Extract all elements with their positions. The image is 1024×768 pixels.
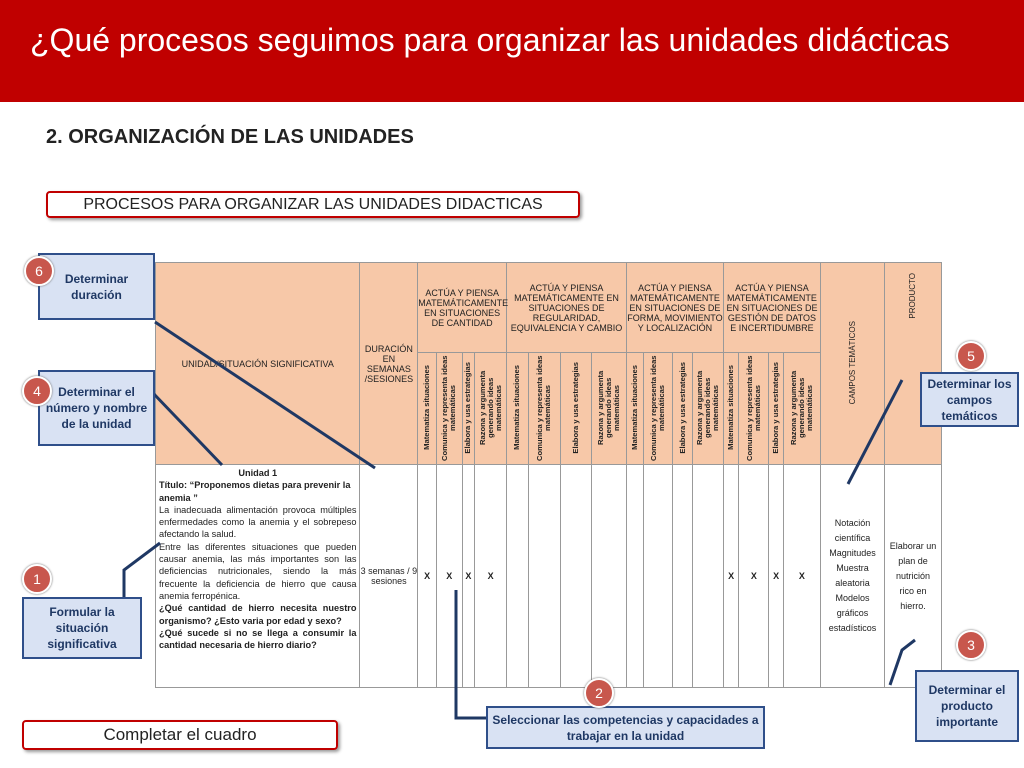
title-banner: ¿Qué procesos seguimos para organizar la… [0, 0, 1024, 102]
connector-4 [150, 390, 224, 467]
producto-valor: Elaborar un plan de nutrición rico en hi… [884, 464, 942, 688]
duracion-valor: 3 semanas / 9 sesiones [359, 464, 419, 688]
capacidad-header: Elabora y usa estrategias [768, 352, 784, 465]
unidad-situacion-cell: Unidad 1 Título: “Proponemos dietas para… [154, 464, 361, 688]
group-regularidad: ACTÚA Y PIENSA MATEMÁTICAMENTE EN SITUAC… [506, 262, 627, 353]
completar-cuadro-box: Completar el cuadro [22, 720, 338, 750]
competencia-mark [691, 464, 724, 688]
competencia-mark: X [435, 464, 463, 688]
campos-tematicos-valor: Notación científica Magnitudes Muestra a… [819, 464, 886, 688]
connector-1 [122, 541, 161, 598]
connector-3 [888, 638, 916, 686]
group-forma: ACTÚA Y PIENSA MATEMÁTICAMENTE EN SITUAC… [625, 262, 724, 353]
page-title: ¿Qué procesos seguimos para organizar la… [30, 22, 950, 58]
step-5-badge: 5 [956, 341, 986, 371]
unidad-pregunta-1: ¿Qué cantidad de hierro necesita nuestro… [159, 603, 357, 626]
capacidad-header: Razona y argumenta generando ideas matem… [782, 352, 822, 465]
step-1-badge: 1 [22, 564, 52, 594]
competencia-mark: X [722, 464, 740, 688]
group-datos: ACTÚA Y PIENSA MATEMÁTICAMENTE EN SITUAC… [722, 262, 822, 353]
capacidad-header: Razona y argumenta generando ideas matem… [590, 352, 627, 465]
callout-determinar-unidad: Determinar el número y nombre de la unid… [38, 370, 155, 446]
competencia-mark: X [461, 464, 476, 688]
section-subtitle: 2. ORGANIZACIÓN DE LAS UNIDADES [46, 126, 414, 148]
competencia-mark: X [768, 464, 784, 688]
connector-5 [846, 379, 904, 485]
competencia-mark [527, 464, 561, 688]
callout-determinar-duracion: Determinar duración [38, 253, 155, 320]
competencia-mark [643, 464, 674, 688]
unidad-numero: Unidad 1 [238, 468, 278, 478]
capacidad-header: Matematiza situaciones [722, 352, 740, 465]
callout-seleccionar-competencias: Seleccionar las competencias y capacidad… [486, 706, 765, 749]
callout-formular-situacion: Formular la situación significativa [22, 597, 142, 659]
competencia-mark: X [474, 464, 508, 688]
step-2-badge: 2 [584, 678, 614, 708]
step-6-badge: 6 [24, 256, 54, 286]
capacidad-header: Comunica y representa ideas matemáticas [527, 352, 561, 465]
header-duracion: DURACIÓN EN SEMANAS /SESIONES [359, 262, 419, 465]
connector-6 [154, 320, 376, 470]
unidad-parrafo-1: La inadecuada alimentación provoca múlti… [159, 504, 357, 540]
capacidad-header: Comunica y representa ideas matemáticas [738, 352, 770, 465]
callout-campos-tematicos: Determinar los campos temáticos [920, 372, 1019, 427]
competencia-mark [590, 464, 627, 688]
step-3-badge: 3 [956, 630, 986, 660]
unidad-parrafo-2: Entre las diferentes situaciones que pue… [159, 541, 357, 601]
connector-2 [454, 590, 486, 720]
capacidad-header: Matematiza situaciones [625, 352, 645, 465]
capacidad-header: Comunica y representa ideas matemáticas [643, 352, 674, 465]
unidad-pregunta-2: ¿Qué sucede si no se llega a consumir la… [159, 627, 357, 651]
procesos-label-box: PROCESOS PARA ORGANIZAR LAS UNIDADES DID… [46, 191, 580, 218]
capacidad-header: Matematiza situaciones [417, 352, 437, 465]
step-4-badge: 4 [22, 376, 52, 406]
header-producto-cell: PRODUCTO [884, 262, 942, 465]
unidad-titulo: Título: “Proponemos dietas para prevenir… [159, 480, 351, 503]
capacidad-header: Matematiza situaciones [506, 352, 529, 465]
callout-producto-importante: Determinar el producto importante [915, 670, 1019, 742]
units-table: UNIDAD/SITUACIÓN SIGNIFICATIVA DURACIÓN … [154, 262, 942, 688]
capacidad-header: Razona y argumenta generando ideas matem… [474, 352, 508, 465]
capacidad-header: Elabora y usa estrategias [461, 352, 476, 465]
header-unidad: UNIDAD/SITUACIÓN SIGNIFICATIVA [154, 262, 361, 465]
capacidad-header: Elabora y usa estrategias [559, 352, 592, 465]
competencia-mark: X [782, 464, 822, 688]
capacidad-header: Comunica y representa ideas matemáticas [435, 352, 463, 465]
